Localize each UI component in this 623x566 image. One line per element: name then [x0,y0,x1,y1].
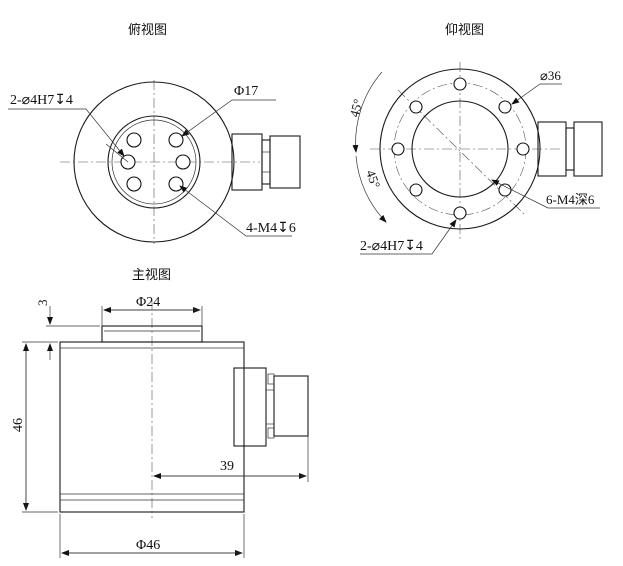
top-view-threads-label: 4-M4↧6 [246,221,296,236]
front-view-body-dia-label: Φ46 [136,538,160,553]
top-view-hole-1 [126,132,142,148]
bottom-view-hole-left [391,142,405,156]
front-view-boss-dia-label: Φ24 [136,295,160,310]
top-view-inner-dia-label: Φ17 [234,84,258,99]
bottom-view-angle-arc-lower [355,155,387,223]
bottom-view-threads-label: 6-M4深6 [546,192,595,207]
front-view-body [59,341,245,513]
top-view-hole-3 [126,176,142,192]
bottom-view-hole-right [516,142,530,156]
bottom-view-pin-holes-label: 2-⌀4H7↧4 [360,239,423,254]
bottom-view-inner-circle [411,100,509,198]
top-view-pin-holes-label: 2-⌀4H7↧4 [10,93,73,108]
top-view-hole-4 [168,176,184,192]
bottom-view-connector [537,121,603,177]
bottom-view-hole-top [453,77,467,91]
front-view: 主视图 Φ24 3 [11,268,309,558]
bottom-view-leader-thread [491,179,600,209]
top-view: 俯视图 2-⌀4H7↧4 Φ17 4-M4↧6 [8,22,301,244]
top-view-boss-outer [107,115,201,209]
front-view-body-height-label: 46 [11,418,26,432]
bottom-view-title: 仰视图 [445,23,484,38]
bottom-view-hole-ul [409,100,423,114]
top-view-leader-dia [181,99,276,137]
top-view-outer-circle [73,81,235,243]
bottom-view-outer-dia-label: ⌀36 [540,68,561,83]
front-view-title: 主视图 [132,268,171,283]
top-view-title: 俯视图 [128,22,167,38]
bottom-view-outer-circle [379,68,541,230]
bottom-view-leader-dia [511,83,562,105]
bottom-view-hole-ll [409,183,423,197]
front-view-connector-offset-label: 39 [220,459,234,474]
top-view-connector [231,133,301,191]
top-view-leader-thread [179,185,292,237]
front-view-boss-height-label: 3 [35,300,50,307]
top-view-pin-hole-2 [175,154,191,170]
bottom-view-angle-lower-label: 45° [363,168,383,190]
bottom-view-hole-bottom [453,206,467,220]
top-view-leader-pin [8,108,125,157]
front-view-connector [233,367,309,447]
bottom-view-angle-arc-upper [352,71,383,153]
bottom-view-hole-ur [498,100,512,114]
top-view-hole-2 [168,132,184,148]
top-view-boss-inner [111,119,197,205]
bottom-view-angle-upper-label: 45° [346,97,365,118]
bottom-view-leader-pin [360,219,457,255]
bottom-view: 仰视图 45° 45° ⌀36 6-M4深6 2-⌀4H7↧4 [346,23,603,255]
bottom-view-hole-lr [498,183,512,197]
